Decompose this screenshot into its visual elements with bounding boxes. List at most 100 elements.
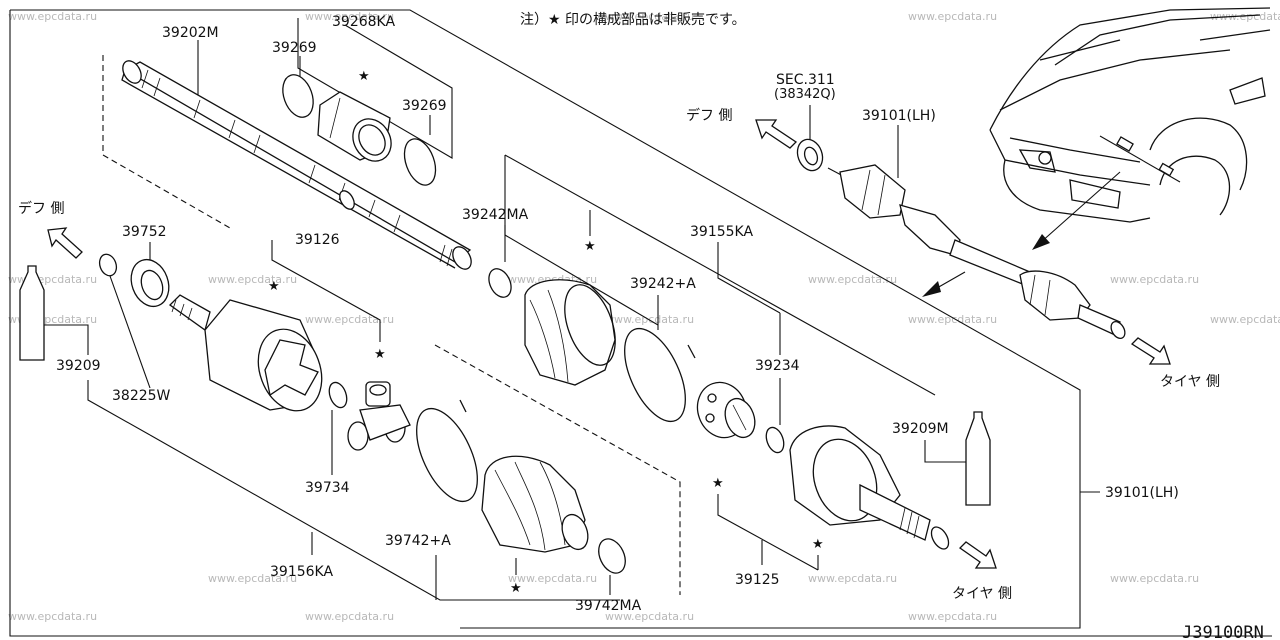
housing-39126 bbox=[168, 294, 323, 412]
label-39202M: 39202M bbox=[162, 25, 219, 41]
label-39156KA: 39156KA bbox=[270, 564, 333, 580]
label-39242A: 39242+A bbox=[630, 276, 696, 292]
tire-side-label: タイヤ 側 bbox=[1160, 374, 1220, 390]
boot-39242 bbox=[524, 279, 616, 386]
arrow-head-icon bbox=[922, 281, 941, 297]
seal-inner bbox=[803, 146, 819, 166]
grease-tube-39209M bbox=[965, 411, 991, 506]
tire-side-arrow-icon bbox=[958, 541, 997, 569]
label-39101-right: 39101(LH) bbox=[1105, 485, 1179, 501]
note-text: 注）★ 印の構成部品は非販売です。 bbox=[520, 12, 746, 28]
label-39209: 39209 bbox=[56, 358, 101, 374]
clamp-tab bbox=[459, 399, 467, 413]
diff-side-label: デフ 側 bbox=[686, 107, 732, 124]
watermark: www.epcdata.ru bbox=[1210, 10, 1280, 23]
bracket-39209 bbox=[87, 380, 151, 436]
watermark: www.epcdata.ru bbox=[305, 313, 394, 326]
watermark: www.epcdata.ru bbox=[8, 273, 97, 286]
watermark: www.epcdata.ru bbox=[8, 610, 97, 623]
star-icon: ★ bbox=[584, 239, 596, 254]
frame-39126 bbox=[271, 240, 381, 342]
watermark: www.epcdata.ru bbox=[305, 10, 394, 23]
diff-side-arrow-icon bbox=[47, 227, 83, 259]
leader-39155KA bbox=[717, 242, 781, 314]
label-39752: 39752 bbox=[122, 224, 167, 240]
label-39742A: 39742+A bbox=[385, 533, 451, 549]
label-39269-top: 39269 bbox=[272, 40, 317, 56]
frame-39155KA bbox=[504, 154, 936, 396]
watermark: www.epcdata.ru bbox=[605, 10, 694, 23]
watermark: www.epcdata.ru bbox=[208, 572, 297, 585]
assembled-shaft bbox=[827, 164, 1126, 340]
watermark: www.epcdata.ru bbox=[1110, 572, 1199, 585]
label-39234: 39234 bbox=[755, 358, 800, 374]
tire-side-arrow-icon bbox=[1130, 337, 1171, 365]
frame-top bbox=[10, 9, 1081, 629]
label-38225W: 38225W bbox=[112, 388, 171, 404]
label-39125: 39125 bbox=[735, 572, 780, 588]
label-39242MA: 39242MA bbox=[462, 207, 529, 223]
snap-ring-39734 bbox=[328, 381, 348, 409]
label-39268KA: 39268KA bbox=[332, 14, 395, 30]
star-icon: ★ bbox=[374, 347, 386, 362]
watermark: www.epcdata.ru bbox=[808, 273, 897, 286]
star-icon: ★ bbox=[510, 581, 522, 596]
watermark: www.epcdata.ru bbox=[305, 610, 394, 623]
boot-39742 bbox=[481, 455, 589, 553]
watermark: www.epcdata.ru bbox=[808, 572, 897, 585]
clamp-39742A bbox=[416, 407, 478, 503]
watermark: www.epcdata.ru bbox=[208, 273, 297, 286]
snap-ring-38225W bbox=[98, 253, 118, 277]
clamp-39742MA bbox=[598, 538, 626, 574]
label-39209M: 39209M bbox=[892, 421, 949, 437]
watermark: www.epcdata.ru bbox=[1110, 273, 1199, 286]
sec-ref-line2: (38342Q) bbox=[774, 87, 836, 102]
label-39269-right: 39269 bbox=[402, 98, 447, 114]
clamp-39269-right bbox=[403, 138, 437, 186]
spider-assembly bbox=[347, 381, 411, 451]
seal-38342Q bbox=[796, 138, 824, 172]
ball-cage bbox=[696, 381, 756, 439]
clamp-39269-top bbox=[282, 74, 314, 118]
vehicle-illustration bbox=[989, 7, 1271, 250]
outer-joint bbox=[789, 425, 950, 550]
seal-39752 bbox=[130, 258, 170, 308]
leader-39125-left bbox=[717, 494, 819, 571]
watermark: www.epcdata.ru bbox=[605, 610, 694, 623]
clamp-39242A bbox=[624, 327, 686, 423]
diff-side-arrow-icon bbox=[755, 119, 798, 149]
star-icon: ★ bbox=[712, 476, 724, 491]
frame-39268KA bbox=[297, 18, 453, 159]
watermark: www.epcdata.ru bbox=[8, 10, 97, 23]
label-39126: 39126 bbox=[295, 232, 340, 248]
clamp-39242MA bbox=[488, 268, 512, 298]
diagram-code: J39100RN bbox=[1182, 623, 1264, 640]
grease-tube-39209 bbox=[19, 265, 45, 361]
label-39742MA: 39742MA bbox=[575, 598, 642, 614]
clamp-tab bbox=[687, 344, 696, 359]
label-39155KA: 39155KA bbox=[690, 224, 753, 240]
leader-39209 bbox=[44, 324, 89, 355]
leader-39209M bbox=[924, 440, 968, 463]
leader-38225W bbox=[109, 275, 151, 389]
star-icon: ★ bbox=[812, 537, 824, 552]
watermark: www.epcdata.ru bbox=[908, 10, 997, 23]
watermark: www.epcdata.ru bbox=[508, 572, 597, 585]
sec-ref-line1: SEC.311 bbox=[776, 72, 835, 88]
dashed-box-39742 bbox=[434, 344, 681, 595]
diff-side-label: デフ 側 bbox=[18, 200, 64, 217]
star-icon: ★ bbox=[268, 279, 280, 294]
watermark: www.epcdata.ru bbox=[908, 313, 997, 326]
boot-39268KA bbox=[317, 91, 392, 162]
bracket-39156KA bbox=[149, 434, 620, 601]
frame-border bbox=[9, 10, 1272, 637]
watermark: www.epcdata.ru bbox=[1210, 313, 1280, 326]
label-39734: 39734 bbox=[305, 480, 350, 496]
label-39101-top: 39101(LH) bbox=[862, 108, 936, 124]
snap-ring-39234 bbox=[765, 426, 785, 454]
shaft-39202M bbox=[102, 55, 472, 270]
star-icon: ★ bbox=[358, 69, 370, 84]
tire-side-label: タイヤ 側 bbox=[952, 586, 1012, 602]
watermark: www.epcdata.ru bbox=[908, 610, 997, 623]
